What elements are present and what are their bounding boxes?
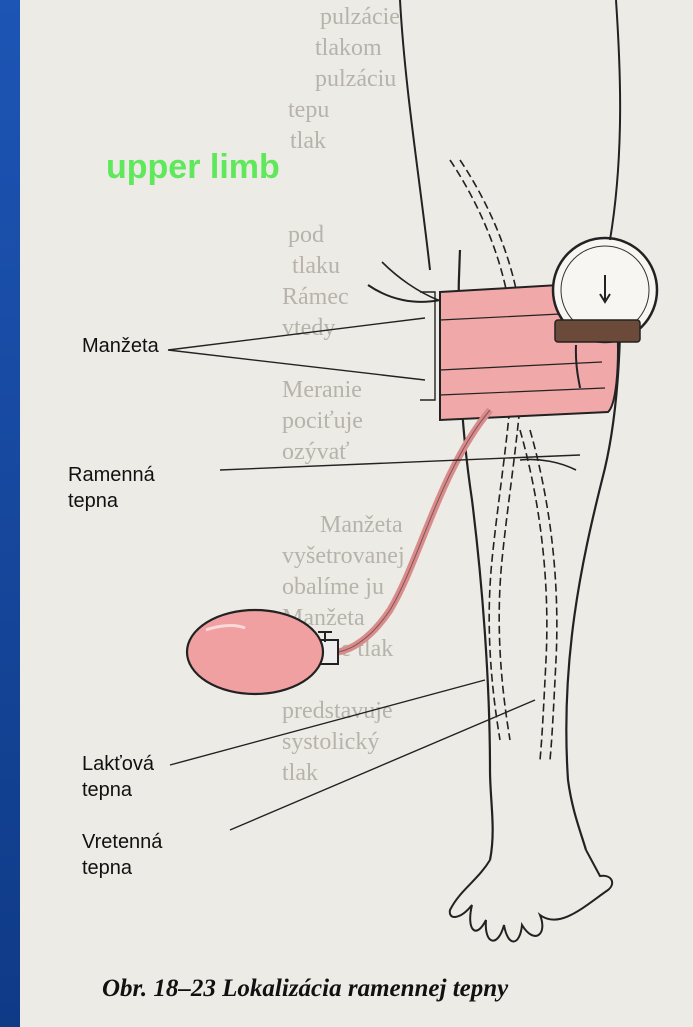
label-manzeta: Manžeta bbox=[82, 333, 159, 359]
scanned-page: pulzácie tlakom pulzáciu tepu tlak pod t… bbox=[20, 0, 693, 1027]
overlay-title: upper limb bbox=[106, 148, 280, 187]
bulb-tube bbox=[338, 410, 490, 652]
label-ramenna-line1: Ramenná bbox=[68, 462, 155, 488]
manzeta-leader bbox=[168, 318, 425, 380]
label-ramenna-line2: tepna bbox=[68, 488, 118, 514]
label-laktova-line2: tepna bbox=[82, 777, 132, 803]
brachial-artery-line-b bbox=[460, 160, 523, 740]
label-vretenna-line2: tepna bbox=[82, 855, 132, 881]
inflation-bulb bbox=[187, 610, 323, 694]
label-vretenna-line1: Vretenná bbox=[82, 829, 162, 855]
gauge-clip bbox=[555, 320, 640, 342]
label-laktova-line1: Lakťová bbox=[82, 751, 154, 777]
ramenna-leader bbox=[220, 455, 580, 470]
laktova-leader bbox=[170, 680, 485, 765]
slide-left-band bbox=[0, 0, 20, 1027]
hand-outline bbox=[450, 850, 612, 942]
figure-caption: Obr. 18–23 Lokalizácia ramennej tepny bbox=[102, 975, 508, 1003]
torso-outline bbox=[368, 0, 440, 302]
